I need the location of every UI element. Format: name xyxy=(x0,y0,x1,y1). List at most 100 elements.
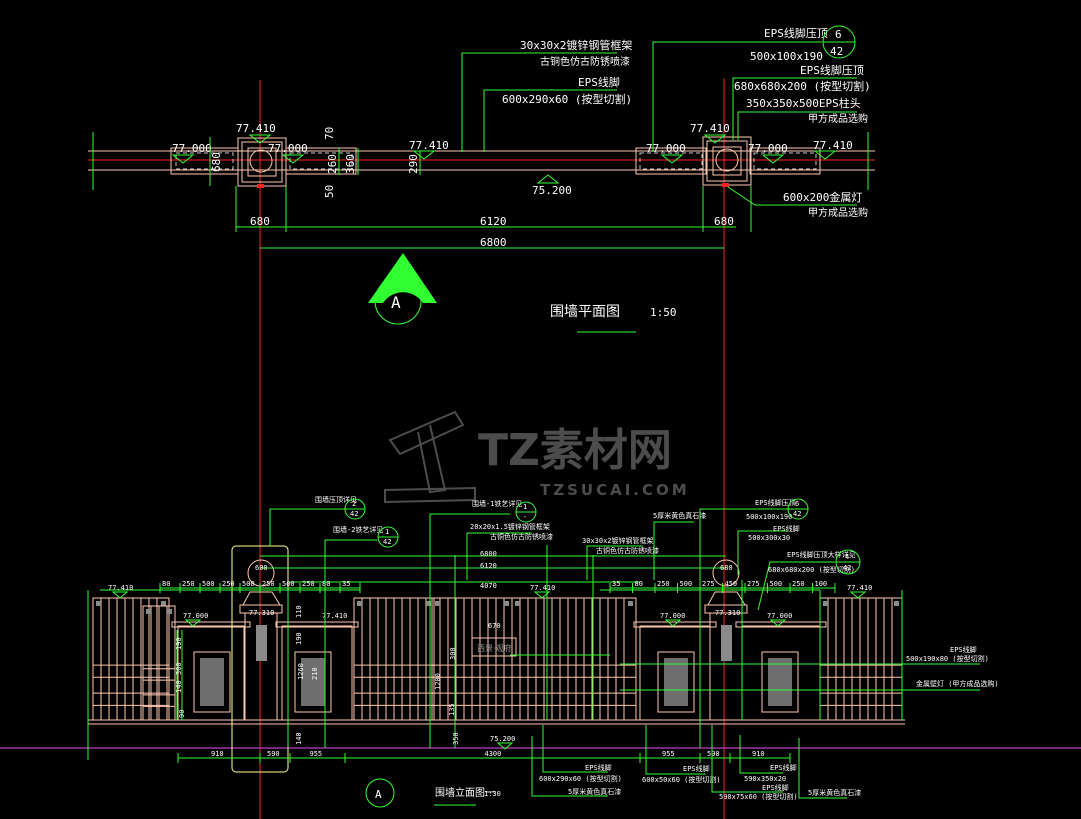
svg-text:290: 290 xyxy=(407,154,420,174)
svg-text:680: 680 xyxy=(714,215,734,228)
svg-text:A: A xyxy=(375,788,382,801)
svg-text:600x200金属灯: 600x200金属灯 xyxy=(783,190,862,204)
dim-label: 250 xyxy=(262,580,275,588)
svg-text:360: 360 xyxy=(344,154,357,174)
svg-text:金属壁灯 (甲方成品选购): 金属壁灯 (甲方成品选购) xyxy=(916,679,999,688)
low-wall-midleft xyxy=(275,621,359,721)
section-marker-plan[interactable]: A xyxy=(368,253,437,325)
iron-grille-icon xyxy=(664,658,688,706)
svg-text:600: 600 xyxy=(255,564,268,572)
svg-text:77.000: 77.000 xyxy=(660,612,685,620)
svg-text:210: 210 xyxy=(311,667,319,680)
svg-text:140: 140 xyxy=(295,732,303,745)
svg-text:4070: 4070 xyxy=(480,582,497,590)
fence-panels xyxy=(92,597,903,721)
svg-text:EPS线脚压顶: EPS线脚压顶 xyxy=(800,63,864,77)
svg-text:77.000: 77.000 xyxy=(172,142,212,155)
plan-view: 77.410 77.000 77.000 77.410 77.000 77.41… xyxy=(88,25,875,819)
pillar-plan-right xyxy=(702,136,752,187)
fence-panel xyxy=(511,597,637,721)
dim-label: 80 xyxy=(322,580,330,588)
svg-text:甲方成品选购: 甲方成品选购 xyxy=(808,206,868,219)
svg-text:590x350x20: 590x350x20 xyxy=(744,775,786,783)
svg-text:EPS线脚: EPS线脚 xyxy=(773,524,800,533)
svg-text:135: 135 xyxy=(448,703,456,716)
svg-text:1200: 1200 xyxy=(434,673,442,690)
svg-text:680x680x200 (按型切割): 680x680x200 (按型切割) xyxy=(768,565,855,574)
svg-text:EPS线脚: EPS线脚 xyxy=(770,763,797,772)
svg-text:600x50x60 (按型切割): 600x50x60 (按型切割) xyxy=(642,775,721,784)
svg-text:90: 90 xyxy=(178,710,186,718)
fence-panel xyxy=(431,597,513,721)
dim-label: 4300 xyxy=(485,750,502,758)
svg-text:围墙-2铁艺详见: 围墙-2铁艺详见 xyxy=(333,525,383,534)
pillar-elevation-left xyxy=(239,559,283,721)
wall-lamp-icon xyxy=(721,625,732,661)
svg-text:6120: 6120 xyxy=(480,562,497,570)
dim-label: 500 xyxy=(770,580,783,588)
svg-text:6800: 6800 xyxy=(480,550,497,558)
detail-bubble[interactable]: 1 - xyxy=(515,501,537,523)
svg-text:500x100x190: 500x100x190 xyxy=(746,513,792,521)
dim-label: 590 xyxy=(267,750,280,758)
svg-text:350x350x500EPS柱头: 350x350x500EPS柱头 xyxy=(746,96,861,110)
dim-label: 250 xyxy=(222,580,235,588)
svg-text:77.000: 77.000 xyxy=(268,142,308,155)
svg-text:190: 190 xyxy=(175,637,183,650)
elevation-guides xyxy=(87,510,980,760)
svg-text:77.410: 77.410 xyxy=(847,584,872,592)
svg-text:77.410: 77.410 xyxy=(409,139,449,152)
vertical-dims: 190 300 140 90 1260 210 190 110 1200 300… xyxy=(175,605,460,745)
dim-label: 250 xyxy=(792,580,805,588)
svg-text:6: 6 xyxy=(835,28,842,41)
dim-label: 955 xyxy=(662,750,675,758)
svg-text:1: 1 xyxy=(523,503,527,511)
svg-text:6: 6 xyxy=(795,500,799,508)
detail-bubble[interactable]: 1 42 xyxy=(377,526,399,548)
svg-text:680x680x200 (按型切割): 680x680x200 (按型切割) xyxy=(734,79,871,93)
detail-bubble[interactable]: 4 42 xyxy=(835,549,861,575)
svg-text:42: 42 xyxy=(350,510,358,518)
svg-text:77.410: 77.410 xyxy=(108,584,133,592)
svg-text:30x30x2镀锌钢管框架: 30x30x2镀锌钢管框架 xyxy=(520,38,632,52)
svg-text:A: A xyxy=(391,293,401,312)
dim-label: 500 xyxy=(242,580,255,588)
watermark-logo-icon xyxy=(384,410,476,504)
elevation-notes-top: 围墙压顶详见 2 42 围墙-1铁艺详见 1 - 围墙-2铁艺详见 1 42 2… xyxy=(269,495,861,611)
section-marker-elevation[interactable]: A xyxy=(365,778,395,808)
svg-text:古铜色仿古防锈喷漆: 古铜色仿古防锈喷漆 xyxy=(596,546,659,555)
detail-bubble[interactable]: 2 42 xyxy=(344,498,366,520)
plan-title: 围墙平面图 xyxy=(550,304,620,320)
svg-text:77.000: 77.000 xyxy=(767,612,792,620)
dim-label: 590 xyxy=(707,750,720,758)
elevation-scale: 1:30 xyxy=(484,790,501,798)
svg-text:6120: 6120 xyxy=(480,215,507,228)
fence-panel xyxy=(142,605,176,721)
svg-text:EPS线脚: EPS线脚 xyxy=(585,763,612,772)
plan-notes: 30x30x2镀锌钢管框架 古铜色仿古防锈喷漆 EPS线脚 600x290x60… xyxy=(461,25,871,219)
svg-text:TZSUCAI.COM: TZSUCAI.COM xyxy=(540,481,690,499)
elevation-notes-right: EPS线脚 500x190x80 (按型切割) 金属壁灯 (甲方成品选购) xyxy=(906,645,999,688)
elevation-title: 围墙立面图一 xyxy=(435,786,495,799)
svg-text:1: 1 xyxy=(385,528,389,536)
svg-text:500x190x80 (按型切割): 500x190x80 (按型切割) xyxy=(906,654,989,663)
svg-text:1260: 1260 xyxy=(297,663,305,680)
low-wall-midright xyxy=(633,621,717,721)
svg-text:77.000: 77.000 xyxy=(646,142,686,155)
svg-text:260: 260 xyxy=(326,154,339,174)
svg-text:190: 190 xyxy=(295,632,303,645)
svg-text:680: 680 xyxy=(250,215,270,228)
detail-bubble-plan[interactable]: 6 42 xyxy=(822,25,856,59)
dim-label: 250 xyxy=(657,580,670,588)
elevation-notes-bottom: EPS线脚 600x290x60 (按型切割) 5厚米黄色真石漆 EPS线脚 6… xyxy=(531,725,861,801)
svg-text:围墙-1铁艺详见: 围墙-1铁艺详见 xyxy=(472,499,522,508)
fence-panel xyxy=(92,597,170,721)
svg-text:42: 42 xyxy=(843,564,851,572)
name-plaque: 西景·观府 xyxy=(471,637,517,657)
detail-bubble[interactable]: 6 42 xyxy=(787,498,809,520)
svg-text:500x300x30: 500x300x30 xyxy=(748,534,790,542)
dim-label: 500 xyxy=(680,580,693,588)
